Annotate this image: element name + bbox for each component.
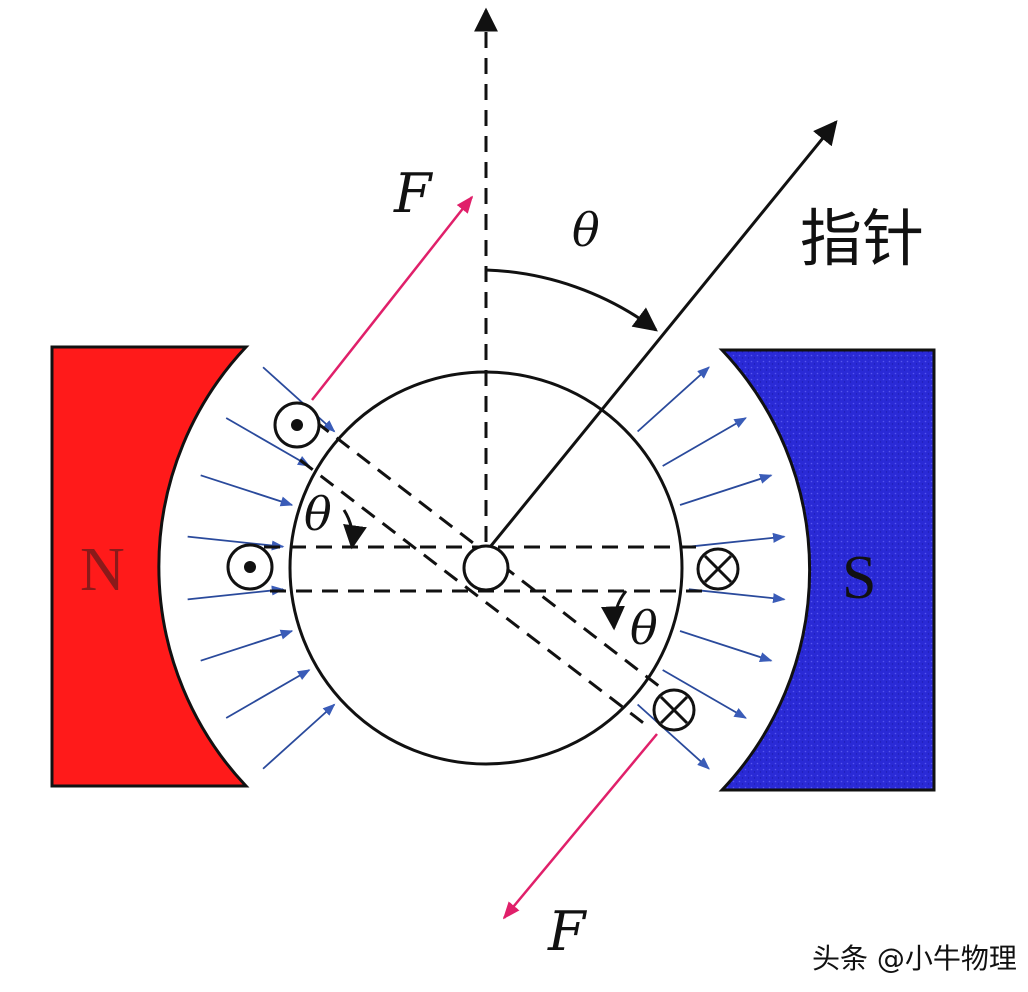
theta-label-top: θ — [572, 203, 600, 257]
pointer-needle — [484, 120, 838, 553]
rotation-arc — [485, 268, 658, 332]
theta-left-arc — [342, 509, 367, 550]
field-line-left — [225, 417, 311, 467]
field-line-right — [679, 474, 773, 506]
pointer-label: 指针 — [800, 202, 924, 275]
field-line-left — [200, 474, 294, 507]
field-line-left — [262, 703, 336, 770]
cross-in-circle-icon — [703, 554, 733, 584]
force-label-top: F — [393, 162, 434, 225]
conductor-in-bottom — [652, 688, 696, 732]
south-pole-magnet — [718, 348, 936, 792]
field-line-right — [688, 588, 786, 604]
watermark-zhihu: 知乎 @小牛物理 — [780, 923, 1000, 958]
field-line-left — [187, 535, 285, 551]
field-line-left — [200, 629, 294, 662]
dot-in-circle-icon — [291, 419, 303, 431]
cross-in-circle-icon — [659, 695, 689, 725]
force-arrow-bottom — [502, 733, 658, 920]
field-line-right — [636, 703, 710, 770]
field-line-right — [679, 630, 773, 662]
field-line-left — [225, 669, 311, 719]
field-line-right — [662, 669, 747, 719]
force-arrow-top — [311, 195, 474, 401]
south-pole-label: S — [842, 544, 876, 612]
north-pole-magnet — [50, 345, 250, 788]
field-line-right — [688, 532, 786, 548]
dot-in-circle-icon — [244, 561, 256, 573]
theta-label-right: θ — [630, 601, 658, 655]
pivot-circle — [462, 544, 510, 592]
north-pole-label: N — [80, 536, 125, 604]
field-line-left — [187, 585, 285, 601]
field-line-left — [262, 366, 336, 433]
radial-field-lines — [187, 366, 786, 770]
conductor-out-left — [226, 543, 274, 591]
conductor-in-right — [696, 547, 740, 591]
field-line-right — [636, 366, 710, 433]
theta-label-left: θ — [304, 487, 332, 541]
conductor-out-top — [273, 401, 321, 449]
force-label-bottom: F — [547, 900, 588, 963]
rotated-coil-lower-dashed — [299, 458, 651, 730]
field-line-right — [662, 417, 747, 467]
theta-right-arc — [600, 590, 628, 631]
watermark-toutiao: 头条 @小牛物理 — [812, 942, 1017, 975]
